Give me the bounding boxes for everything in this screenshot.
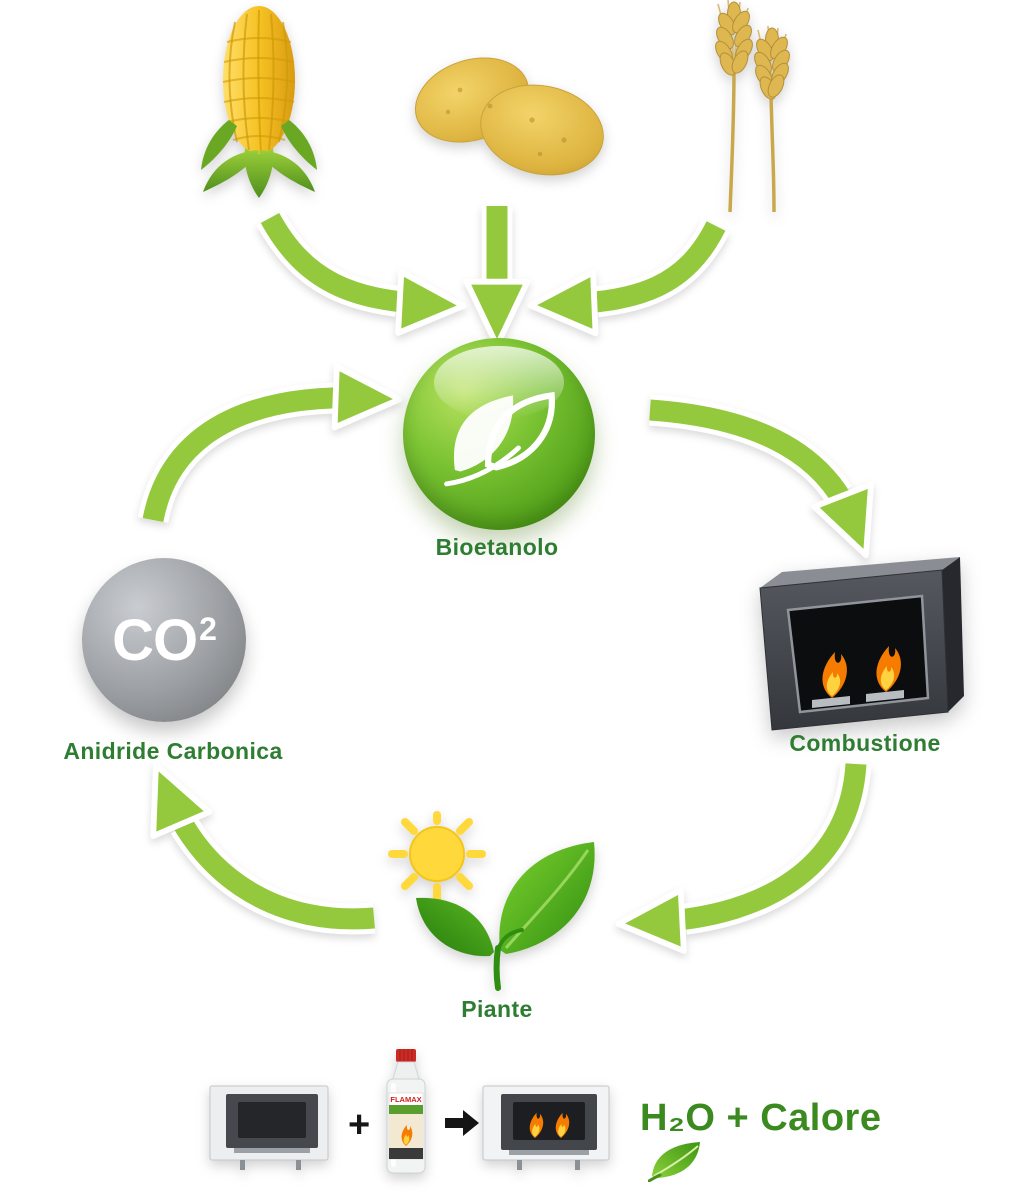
arrow-right-icon <box>445 1110 479 1136</box>
plants-icon <box>388 811 595 991</box>
plants-label: Piante <box>461 996 533 1022</box>
bioethanol-label: Bioetanolo <box>435 534 559 560</box>
leaf-icon <box>444 391 555 487</box>
small-leaf-icon <box>648 1142 700 1182</box>
sun-icon <box>388 811 486 903</box>
potatoes-icon <box>414 57 604 176</box>
flame-icon <box>529 1112 544 1138</box>
plus-sign: + <box>348 1104 371 1146</box>
arrow-combustion-to-plants <box>615 762 872 954</box>
fireplace-icon <box>759 557 964 731</box>
svg-text:FLAMAX: FLAMAX <box>390 1095 421 1104</box>
bioethanol-bottle-icon: FLAMAX <box>386 1049 426 1174</box>
bioethanol-node <box>403 338 595 530</box>
flame-icon <box>876 646 901 692</box>
wheat-icon <box>711 0 794 213</box>
result-text: H₂O + Calore <box>640 1097 882 1139</box>
flame-icon <box>555 1112 570 1138</box>
fireplace-lit-icon <box>482 1085 610 1170</box>
co2-label: Anidride Carbonica <box>63 738 283 764</box>
flame-icon <box>822 652 847 698</box>
combustion-label: Combustione <box>789 730 941 756</box>
fireplace-empty-icon <box>209 1085 329 1170</box>
corn-icon <box>201 6 317 198</box>
arrow-bioethanol-to-combustion <box>648 394 874 559</box>
arrow-co2-to-bioethanol <box>137 363 403 524</box>
arrow-wheat-to-bioethanol <box>527 218 730 337</box>
arrow-plants-to-co2 <box>150 762 376 935</box>
arrow-corn-to-bioethanol <box>256 210 467 336</box>
